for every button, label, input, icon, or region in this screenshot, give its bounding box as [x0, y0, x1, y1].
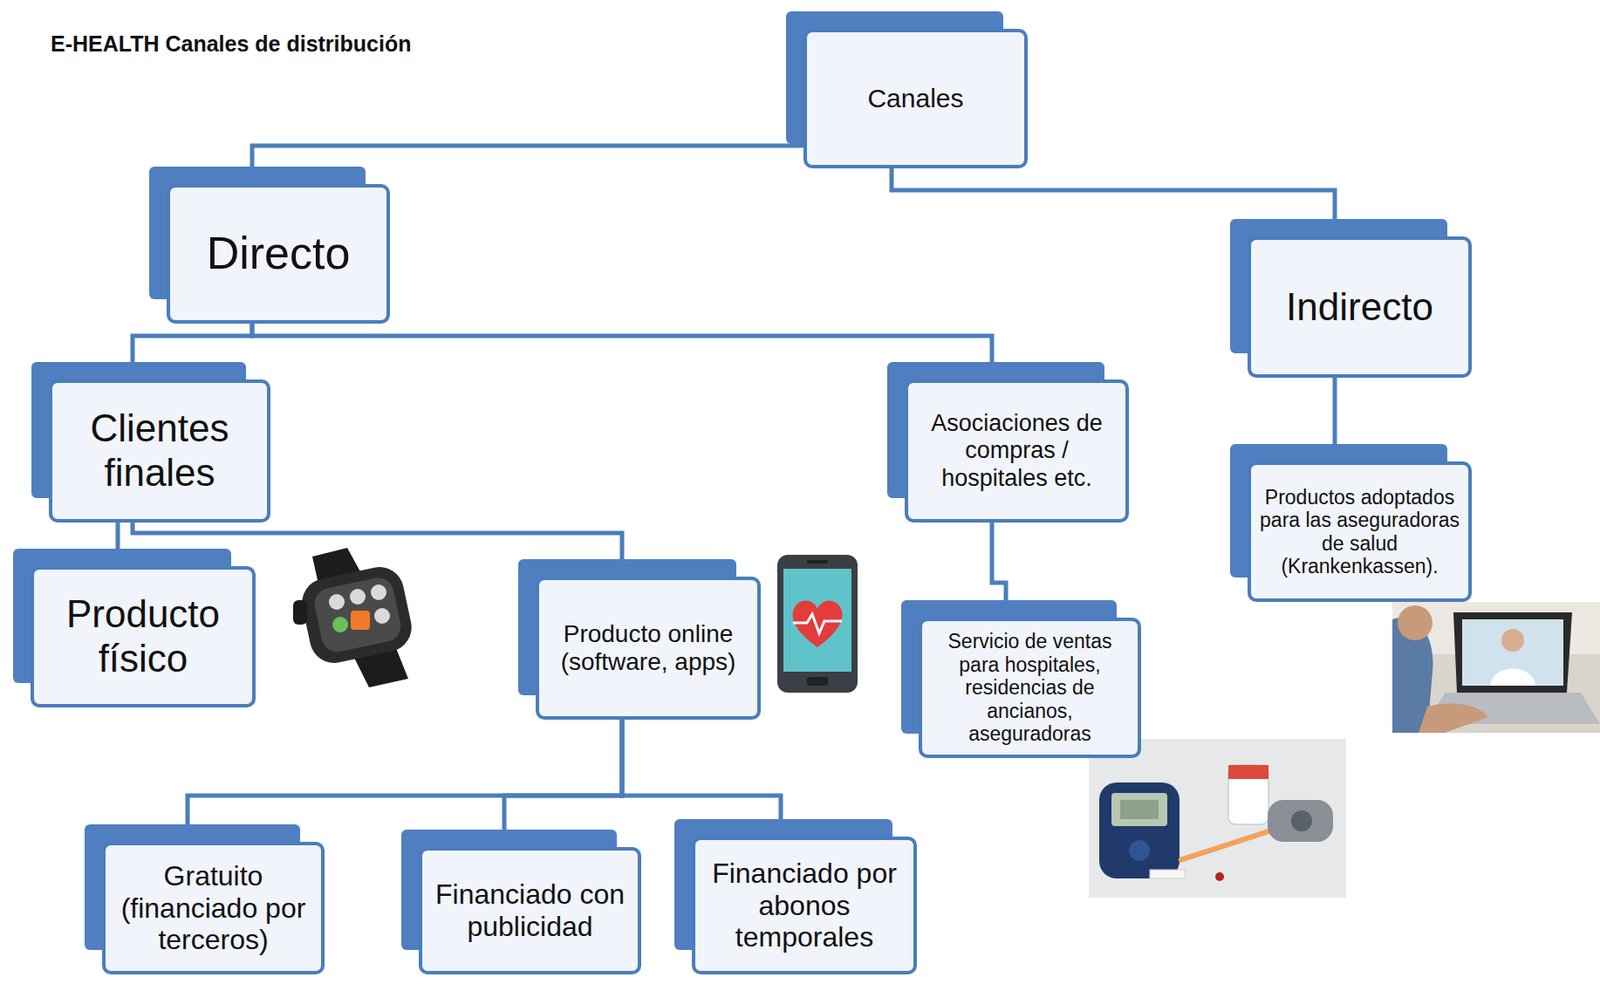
smartphone-illustration	[775, 553, 860, 695]
connector-line	[991, 522, 1006, 618]
box-label: Financiado por abonos temporales	[704, 857, 905, 954]
connector-line	[117, 522, 119, 567]
connector-path	[132, 323, 253, 380]
diagram-title: E-HEALTH Canales de distribución	[50, 31, 411, 57]
box-label: Indirecto	[1285, 285, 1434, 330]
telemedicine-photo	[1392, 601, 1600, 733]
channel-box: Financiado por abonos temporales	[691, 836, 917, 975]
connector-line	[504, 719, 623, 848]
connector-line	[622, 719, 781, 837]
channel-box: Producto online (software, apps)	[535, 576, 761, 720]
channel-box: Gratuito (financiado por terceros)	[102, 841, 325, 975]
connector-path	[187, 719, 623, 842]
alarm-watch-illustration	[286, 547, 423, 688]
channel-box: Asociaciones de compras / hospitales etc…	[904, 379, 1129, 523]
connector-line	[187, 719, 623, 842]
box-label: Directo	[206, 227, 351, 281]
connector-path	[622, 719, 781, 837]
channel-box: Financiado con publicidad	[418, 847, 642, 975]
channel-box: Producto físico	[30, 566, 256, 708]
connector-path	[252, 323, 992, 380]
box-label: Asociaciones de compras / hospitales etc…	[916, 410, 1117, 492]
connector-line	[1334, 377, 1336, 462]
channel-box: Productos adoptados para las aseguradora…	[1247, 461, 1472, 602]
connector-line	[252, 323, 992, 380]
box-label: Producto online (software, apps)	[547, 620, 749, 677]
channel-box: Servicio de ventas para hospitales, resi…	[918, 617, 1142, 759]
channel-box: Directo	[166, 184, 390, 324]
connector-path	[504, 719, 623, 848]
connector-path	[1333, 377, 1338, 462]
connector-line	[132, 323, 253, 380]
channel-box: Indirecto	[1247, 236, 1472, 378]
connector-path	[116, 522, 121, 567]
box-label: Productos adoptados para las aseguradora…	[1259, 485, 1460, 579]
connector-line	[252, 145, 804, 185]
box-label: Servicio de ventas para hospitales, resi…	[930, 629, 1129, 746]
box-label: Canales	[867, 83, 964, 115]
box-label: Producto físico	[42, 592, 244, 681]
connector-line	[891, 168, 1335, 237]
box-label: Gratuito (financiado por terceros)	[114, 860, 313, 957]
connector-path	[991, 522, 1006, 618]
connector-path	[252, 145, 804, 185]
glucometer-photo	[1088, 738, 1347, 898]
connector-path	[891, 168, 1335, 237]
box-label: Clientes finales	[61, 406, 259, 495]
channel-box: Canales	[803, 28, 1028, 169]
channel-box: Clientes finales	[48, 379, 271, 523]
box-label: Financiado con publicidad	[430, 878, 630, 944]
